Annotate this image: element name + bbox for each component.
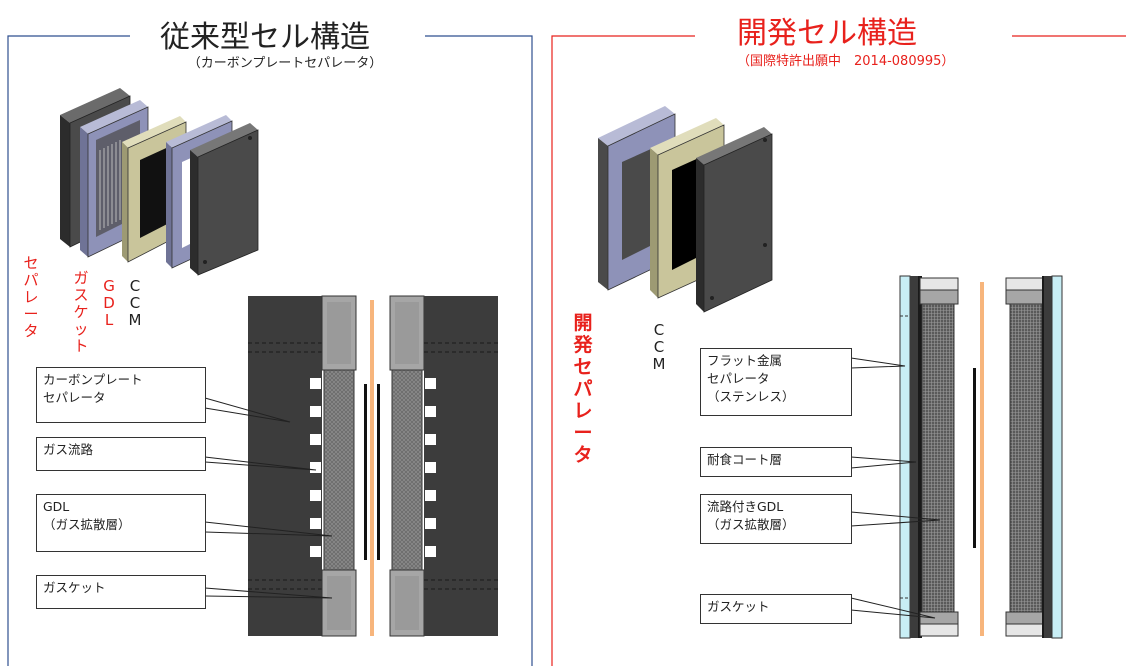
- metal-separator-1: [598, 106, 675, 146]
- left-panel-frame-right: [425, 35, 533, 666]
- gas-channels-right: [425, 378, 436, 557]
- gasket-top-right-r: [1005, 277, 1045, 291]
- gdl-with-channels-left: [921, 303, 955, 613]
- metal-separator-2: [696, 127, 772, 165]
- gasket-plate-1: [80, 100, 148, 134]
- legend-dev-separator: 開発セパレータ: [573, 312, 593, 466]
- gdl-right: [391, 369, 423, 571]
- callout-gas-channel: ガス流路: [36, 437, 206, 471]
- left-title: 従来型セル構造: [160, 20, 370, 55]
- left-panel-frame: [7, 35, 130, 666]
- legend-separator: セパレータ: [23, 254, 39, 340]
- gdl-left: [323, 369, 355, 571]
- callout-gasket: ガスケット: [36, 575, 206, 609]
- carbon-plate-right: [424, 296, 498, 636]
- gas-channels-left: [310, 378, 321, 557]
- gasket-top-left-r: [919, 277, 959, 291]
- ccm-plate: [122, 116, 186, 148]
- left-leader-lines: [204, 397, 333, 599]
- separator-plate-1: [60, 88, 130, 123]
- ccm-plate-right: [650, 118, 724, 155]
- right-title: 開発セル構造: [737, 16, 917, 51]
- legend-gdl: GDL: [103, 277, 115, 329]
- coating-right: [1044, 276, 1052, 638]
- gasket-bottom-right-r: [1005, 611, 1045, 625]
- callout-gdl: GDL （ガス拡散層）: [36, 494, 206, 552]
- callout-channel-gdl: 流路付きGDL （ガス拡散層）: [700, 494, 852, 544]
- callout-corrosion-coating: 耐食コート層: [700, 447, 852, 477]
- gasket-plate-2: [166, 115, 232, 148]
- gasket-bottom-left-r: [919, 611, 959, 625]
- ccm-membrane: [370, 300, 374, 636]
- legend-gasket: ガスケット: [73, 269, 89, 355]
- right-subtitle: （国際特許出願中 2014-080995）: [737, 54, 955, 69]
- callout-gasket-right: ガスケット: [700, 594, 852, 624]
- gdl-with-channels-right: [1009, 303, 1043, 613]
- right-leader-lines: [850, 357, 941, 619]
- ccm-membrane-right: [980, 282, 984, 636]
- right-panel-frame: [551, 35, 695, 666]
- metal-plate-right: [1051, 275, 1063, 639]
- callout-flat-metal-separator: フラット金属 セパレータ （ステンレス）: [700, 348, 852, 416]
- left-subtitle: （カーボンプレートセパレータ）: [187, 56, 383, 71]
- coating-left: [910, 276, 918, 638]
- callout-carbon-plate: カーボンプレート セパレータ: [36, 367, 206, 423]
- legend-ccm-right: CCM: [652, 321, 666, 373]
- legend-ccm: CCM: [128, 277, 142, 329]
- metal-plate-left: [899, 275, 911, 639]
- separator-plate-2: [190, 123, 258, 157]
